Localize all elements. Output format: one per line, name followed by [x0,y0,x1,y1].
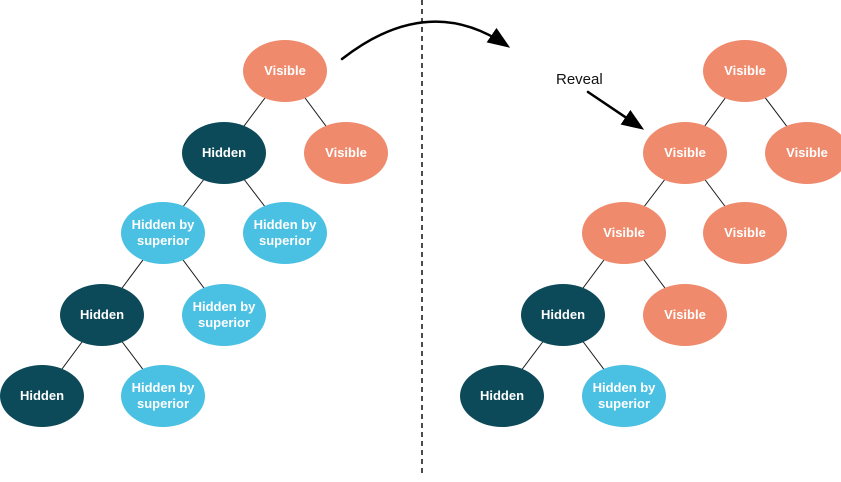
left-tree-node-hidden: Hidden [182,122,266,184]
left-tree-node-hidden: Hidden [0,365,84,427]
right-tree-node-visible-revealed: Visible [643,122,727,184]
left-tree-node-hidden-by-superior: Hidden by superior [243,202,327,264]
right-tree-node-visible: Visible [582,202,666,264]
left-tree-node-visible: Visible [304,122,388,184]
left-tree-node-hidden-by-superior: Hidden by superior [121,365,205,427]
reveal-annotation-label: Reveal [556,71,603,88]
left-tree-node-hidden-by-superior: Hidden by superior [182,284,266,346]
left-tree-node-root-visible: Visible [243,40,327,102]
right-tree-node-hidden: Hidden [460,365,544,427]
reveal-arrow [586,90,645,130]
right-tree-node-visible: Visible [703,202,787,264]
right-tree-node-hidden: Hidden [521,284,605,346]
left-tree-node-hidden: Hidden [60,284,144,346]
right-tree-node-visible: Visible [643,284,727,346]
left-tree-node-hidden-by-superior: Hidden by superior [121,202,205,264]
right-tree-node-hidden-by-superior: Hidden by superior [582,365,666,427]
transform-arrow [340,20,511,61]
right-tree-node-visible: Visible [765,122,841,184]
right-tree-node-root-visible: Visible [703,40,787,102]
